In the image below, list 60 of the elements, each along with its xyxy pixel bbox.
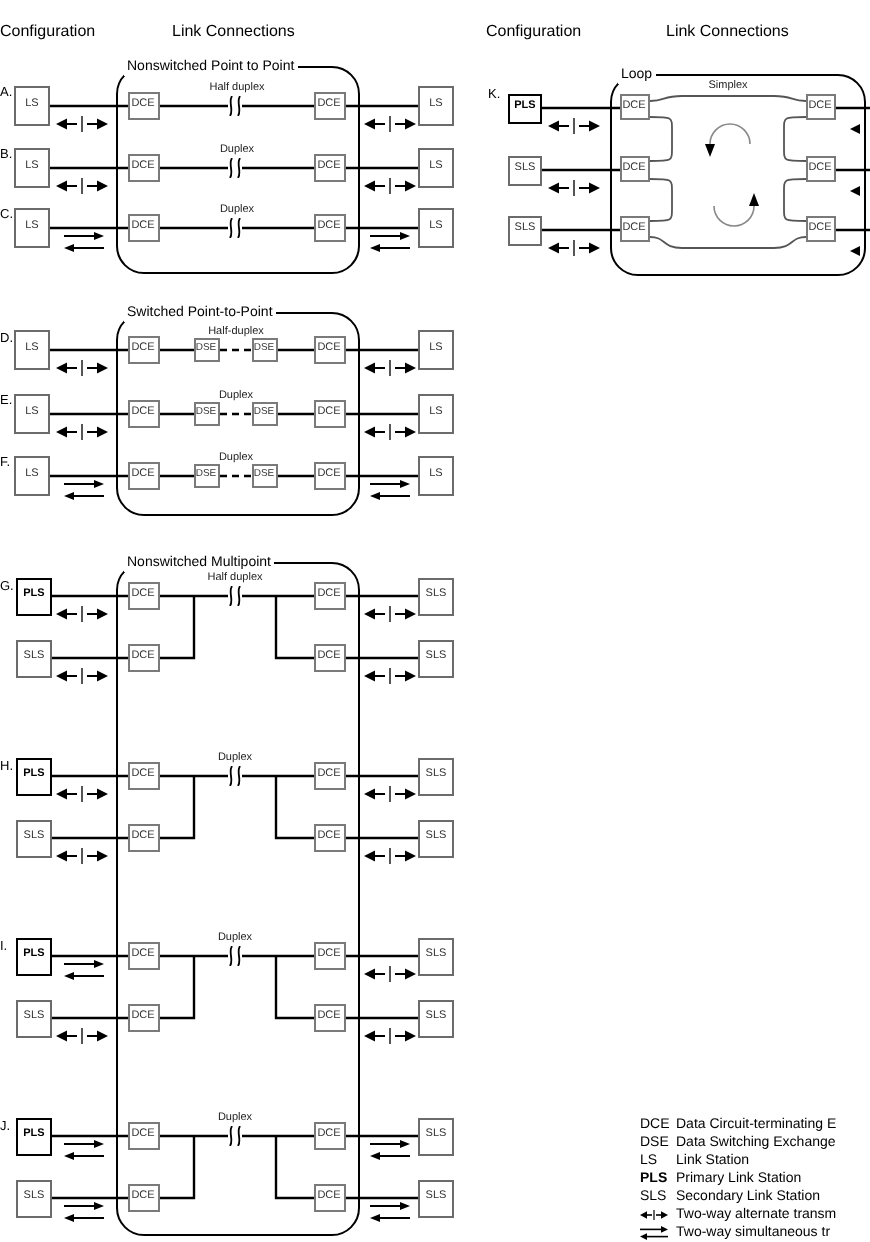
connector-line — [50, 226, 128, 230]
connector-line — [346, 1196, 418, 1200]
connector-line — [542, 168, 620, 172]
connector-line — [346, 226, 418, 230]
connector-line — [160, 348, 194, 352]
column-heading: Link Connections — [666, 21, 789, 39]
connector-line — [278, 474, 314, 478]
connector-line — [160, 104, 314, 108]
connector-line — [836, 106, 870, 110]
dashed-connector-line — [220, 412, 252, 416]
connector-line — [52, 836, 128, 840]
connector-line — [836, 168, 870, 172]
forked-connector-line — [158, 1134, 316, 1200]
connector-line — [50, 348, 128, 352]
connector-line — [346, 412, 418, 416]
connector-line — [52, 656, 128, 660]
loop-line — [649, 116, 673, 162]
connector-line — [50, 474, 128, 478]
column-heading: Configuration — [486, 21, 582, 39]
connector-line — [346, 774, 418, 778]
column-heading: Configuration — [0, 21, 96, 39]
dashed-connector-line — [220, 348, 252, 352]
connector-line — [50, 104, 128, 108]
connector-line — [542, 106, 620, 110]
dashed-connector-line — [220, 474, 252, 478]
connector-line — [160, 412, 194, 416]
connector-line — [52, 954, 128, 958]
connector-line — [160, 474, 194, 478]
loop-line — [649, 178, 673, 222]
forked-connector-line — [158, 774, 316, 840]
connector-line — [160, 226, 314, 230]
connector-line — [346, 104, 418, 108]
connector-line — [278, 412, 314, 416]
connector-line — [542, 228, 620, 232]
column-heading: Link Connections — [172, 21, 295, 39]
connector-line — [346, 474, 418, 478]
loop-line — [783, 178, 807, 222]
forked-connector-line — [158, 954, 316, 1020]
connector-line — [50, 412, 128, 416]
loop-line — [649, 95, 807, 102]
connector-line — [278, 348, 314, 352]
connector-line — [52, 1134, 128, 1138]
connector-line — [50, 166, 128, 170]
connector-line — [346, 836, 418, 840]
connector-line — [52, 1016, 128, 1020]
connector-line — [346, 1016, 418, 1020]
connector-line — [346, 348, 418, 352]
loop-line — [649, 236, 807, 249]
connector-line — [346, 1134, 418, 1138]
connector-line — [52, 774, 128, 778]
loop-line — [783, 116, 807, 162]
forked-connector-line — [158, 594, 316, 660]
connector-line — [346, 166, 418, 170]
connector-line — [346, 656, 418, 660]
connector-line — [346, 954, 418, 958]
connector-line — [52, 594, 128, 598]
connector-line — [160, 166, 314, 170]
connector-line — [346, 594, 418, 598]
connector-line — [836, 228, 870, 232]
connector-line — [52, 1196, 128, 1200]
